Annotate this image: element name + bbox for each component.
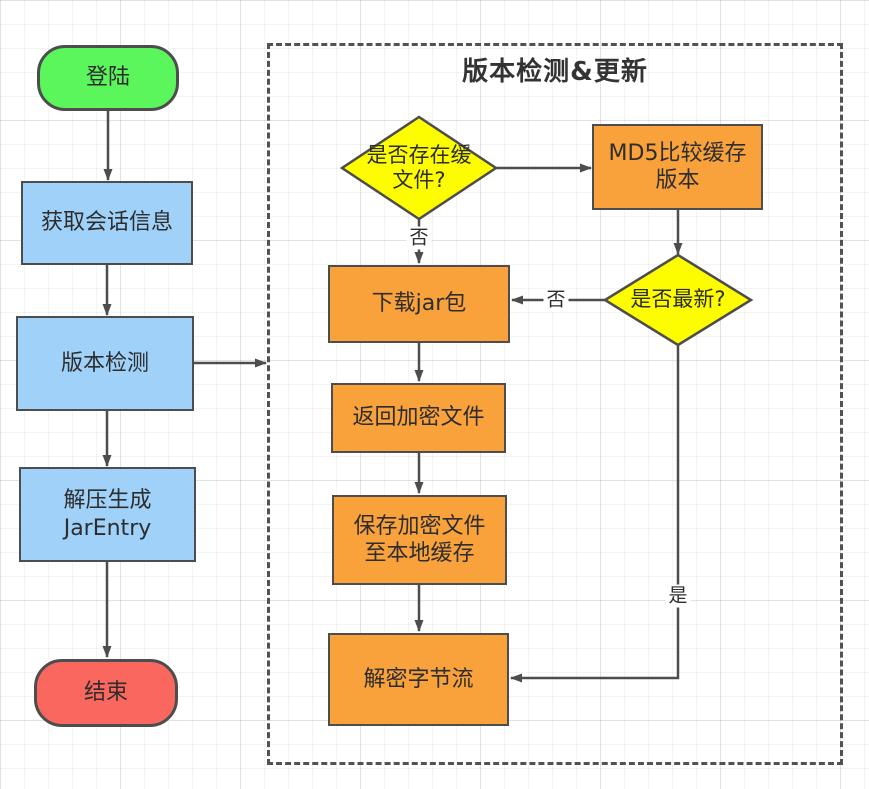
edge-label-not-latest: 否 <box>543 288 569 312</box>
edge-label-no-cache: 否 <box>406 226 432 250</box>
edge-label-is-latest: 是 <box>665 584 691 608</box>
get-session-node[interactable]: 获取会话信息 <box>21 181 193 265</box>
edge-latest-yes-to-decrypt <box>510 345 680 683</box>
unzip-jarentry-node[interactable]: 解压生成 JarEntry <box>19 467 196 562</box>
return-encrypted-file-node[interactable]: 返回加密文件 <box>331 383 506 453</box>
cache-exists-diamond-label: 是否存在缓 文件? <box>366 142 472 192</box>
save-to-cache-node[interactable]: 保存加密文件 至本地缓存 <box>332 495 507 585</box>
group-title: 版本检测&更新 <box>462 57 648 87</box>
start-node[interactable]: 登陆 <box>37 45 179 111</box>
download-jar-node[interactable]: 下载jar包 <box>328 265 510 343</box>
version-update-group-box[interactable] <box>267 43 843 765</box>
end-node[interactable]: 结束 <box>34 659 178 727</box>
md5-compare-node[interactable]: MD5比较缓存 版本 <box>592 124 763 210</box>
is-latest-diamond[interactable] <box>602 253 754 347</box>
is-latest-diamond-label: 是否最新? <box>630 287 726 312</box>
cache-exists-diamond[interactable] <box>339 115 499 221</box>
version-check-node[interactable]: 版本检测 <box>16 316 194 411</box>
decrypt-stream-node[interactable]: 解密字节流 <box>328 633 509 726</box>
